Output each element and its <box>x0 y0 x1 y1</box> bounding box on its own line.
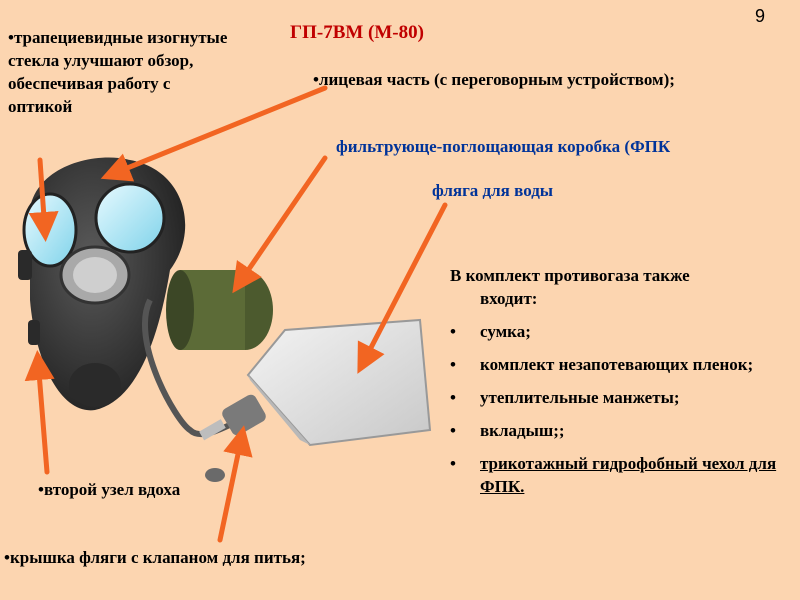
arrow-exhale <box>38 360 47 472</box>
exhale-valve <box>69 363 121 407</box>
flask-cap <box>205 468 225 482</box>
arrow-cap <box>220 435 242 540</box>
arrow-filter <box>238 158 325 285</box>
arrow-face <box>110 88 325 175</box>
filter-canister <box>166 270 273 350</box>
right-lens <box>96 184 164 252</box>
